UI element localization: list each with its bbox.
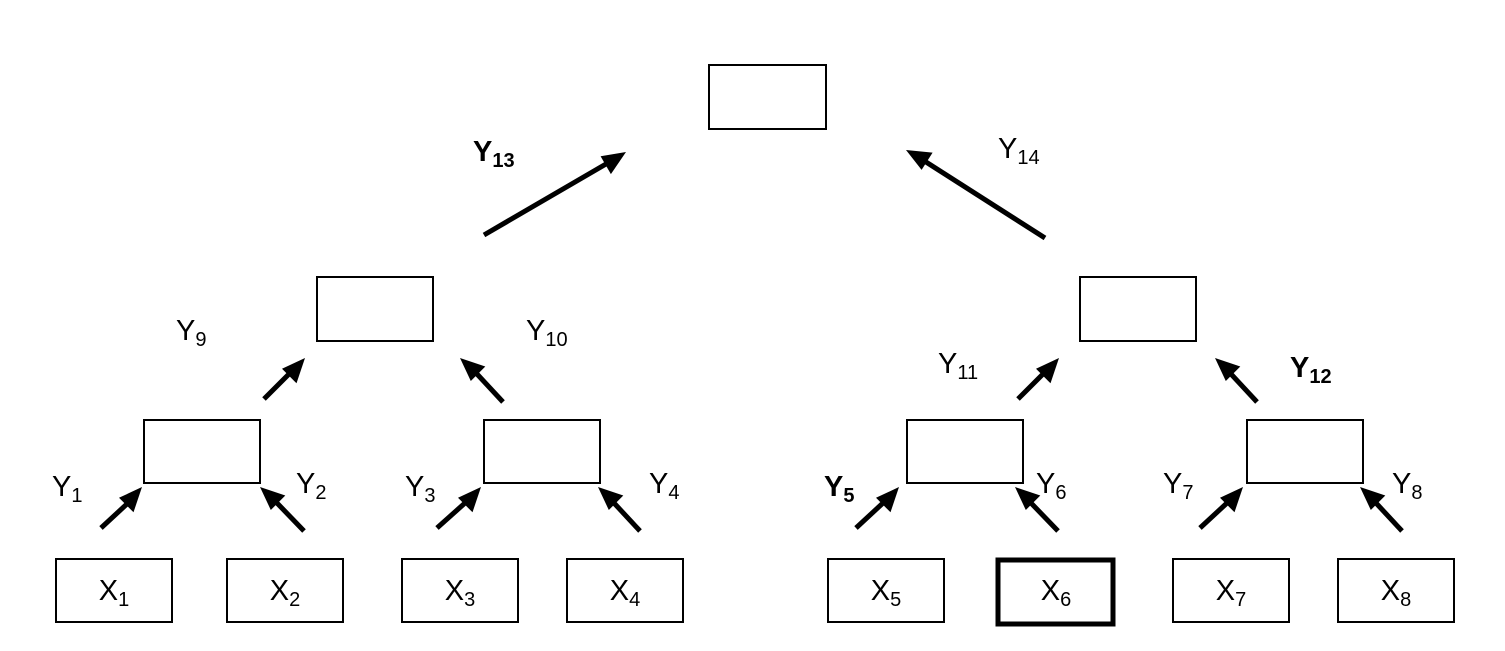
arrow-y7	[1198, 487, 1243, 530]
internal-node-5-6	[906, 419, 1024, 484]
edge-label-y8: Y8	[1392, 468, 1422, 504]
root-node	[708, 64, 827, 130]
leaf-node-x4: X4	[566, 558, 684, 623]
arrow-y6	[1015, 487, 1060, 533]
leaf-node-x2: X2	[226, 558, 344, 623]
svg-text:X7: X7	[1216, 575, 1246, 611]
arrow-y8	[1360, 487, 1404, 533]
edge-label-y7: Y7	[1163, 468, 1193, 504]
svg-text:X6: X6	[1041, 575, 1071, 611]
arrow-y2	[260, 487, 306, 533]
svg-text:X3: X3	[445, 575, 475, 611]
arrow-y13	[482, 152, 626, 238]
arrow-y3	[435, 487, 481, 530]
internal-node-3-4	[483, 419, 601, 484]
arrow-y9	[262, 358, 305, 401]
arrow-y4	[598, 487, 642, 533]
arrow-y14	[906, 150, 1047, 241]
arrow-y10	[460, 358, 505, 404]
leaf-node-x6: X6	[995, 557, 1116, 627]
leaf-node-x5: X5	[827, 558, 945, 623]
edge-label-y13: Y13	[473, 136, 515, 172]
svg-text:X4: X4	[610, 575, 640, 611]
edge-label-y9: Y9	[176, 315, 206, 351]
svg-text:X2: X2	[270, 575, 300, 611]
leaf-node-x7: X7	[1172, 558, 1290, 623]
internal-node-left	[316, 276, 434, 342]
svg-text:X1: X1	[99, 575, 129, 611]
arrow-y1	[99, 487, 142, 530]
leaf-node-x3: X3	[401, 558, 519, 623]
internal-node-7-8	[1246, 419, 1364, 484]
leaf-node-x8: X8	[1337, 558, 1455, 623]
edge-label-y5: Y5	[824, 471, 854, 507]
edge-label-y1: Y1	[52, 471, 82, 507]
internal-node-1-2	[143, 419, 261, 484]
svg-text:X8: X8	[1381, 575, 1411, 611]
leaf-node-x1: X1	[55, 558, 173, 623]
edge-label-y4: Y4	[649, 468, 679, 504]
arrow-y11	[1016, 358, 1059, 401]
edge-label-y2: Y2	[296, 468, 326, 504]
edge-label-y14: Y14	[998, 133, 1040, 169]
edge-label-y11: Y11	[938, 348, 978, 384]
internal-node-right	[1079, 276, 1197, 342]
edge-label-y10: Y10	[526, 315, 568, 351]
svg-text:X5: X5	[871, 575, 901, 611]
edge-label-y6: Y6	[1036, 468, 1066, 504]
edge-label-y3: Y3	[405, 471, 435, 507]
arrow-y12	[1215, 358, 1259, 404]
arrow-y5	[854, 487, 899, 530]
edge-label-y12: Y12	[1290, 352, 1332, 388]
